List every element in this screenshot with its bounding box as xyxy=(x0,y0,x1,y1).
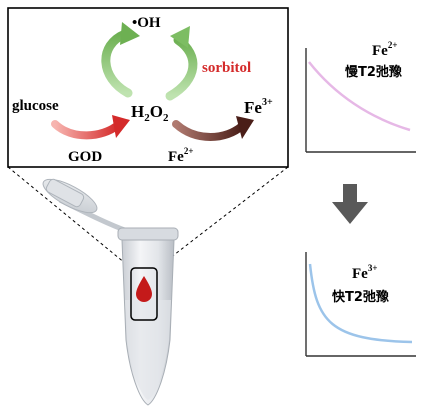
red-arrow xyxy=(51,120,122,140)
top-plot-curve xyxy=(308,61,411,132)
glucose-label: glucose xyxy=(12,98,59,114)
fe3-label: Fe3+ xyxy=(244,97,273,117)
green-arrow-left-head xyxy=(120,22,140,45)
god-label: GOD xyxy=(68,149,102,165)
green-arrow-right-head xyxy=(170,26,190,48)
h2o2-label: H2O2 xyxy=(131,102,169,124)
blood-drop-icon xyxy=(136,276,152,302)
zoom-line-right xyxy=(156,166,289,269)
top-plot-caption: 慢T2弛豫 xyxy=(345,64,402,80)
brown-arrow xyxy=(172,120,246,141)
reaction-box xyxy=(7,7,289,168)
tube-zoom-window xyxy=(130,267,158,321)
brown-arrow-head xyxy=(236,116,254,139)
bottom-plot-caption: 快T2弛豫 xyxy=(332,289,389,305)
down-arrow-icon xyxy=(332,184,368,224)
green-arrow-left xyxy=(101,29,133,98)
bottom-plot-curve xyxy=(308,263,413,344)
bottom-plot-ion-label: Fe3+ xyxy=(352,263,377,282)
top-plot-ion-label: Fe2+ xyxy=(372,40,397,59)
red-arrow-head xyxy=(112,115,130,138)
sorbitol-label: sorbitol xyxy=(202,60,251,76)
zoom-line-left xyxy=(7,166,132,269)
top-plot: Fe2+ 慢T2弛豫 xyxy=(305,40,416,153)
fe2-label: Fe2+ xyxy=(168,146,193,165)
bottom-plot: Fe3+ 快T2弛豫 xyxy=(305,252,416,357)
hydroxyl-radical-label: •OH xyxy=(132,15,161,31)
tube-icon xyxy=(42,178,179,406)
